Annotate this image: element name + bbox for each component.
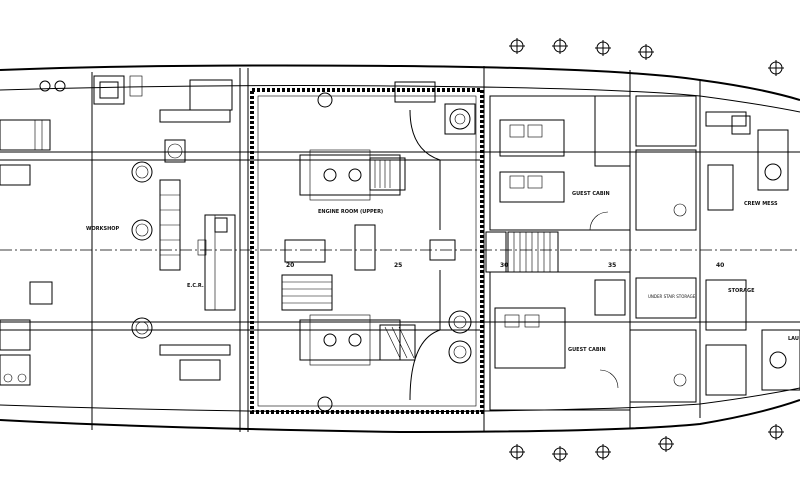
room-label-engine-room: ENGINE ROOM (UPPER): [318, 209, 383, 215]
main-engine-stbd: [299, 149, 406, 201]
guest-cabin-bottom: [489, 271, 631, 411]
room-label-under-stair: UNDER STAIR STORAGE: [648, 294, 696, 299]
engine-room-equipment: [281, 81, 476, 412]
room-label-ecr: E.C.R.: [187, 283, 204, 289]
hull-outline: [0, 64, 800, 434]
frame-number-25: 25: [394, 262, 402, 269]
frame-number-30: 30: [500, 262, 508, 269]
engine-room-boundary: [250, 88, 484, 414]
guest-cabin-top: [489, 95, 631, 231]
frame-number-35: 35: [608, 262, 616, 269]
central-stair: [485, 231, 559, 273]
room-label-laundry-partial: LAU: [788, 336, 799, 342]
room-label-storage: STORAGE: [728, 288, 755, 294]
aft-stbd-items: [0, 80, 66, 386]
forward-spaces: [629, 95, 800, 403]
room-label-crew-mess: CREW MESS: [744, 201, 778, 207]
bulkheads: [91, 66, 701, 432]
frame-number-40: 40: [716, 262, 724, 269]
room-label-guest-cabin-bottom: GUEST CABIN: [568, 347, 606, 353]
main-engine-port: [299, 314, 416, 366]
stanchions: [509, 38, 784, 462]
room-label-workshop: WORKSHOP: [86, 226, 120, 232]
workshop-equipment: [93, 75, 231, 381]
frame-number-20: 20: [286, 262, 294, 269]
ecr-equipment: [189, 79, 236, 311]
room-label-guest-cabin-top: GUEST CABIN: [572, 191, 610, 197]
